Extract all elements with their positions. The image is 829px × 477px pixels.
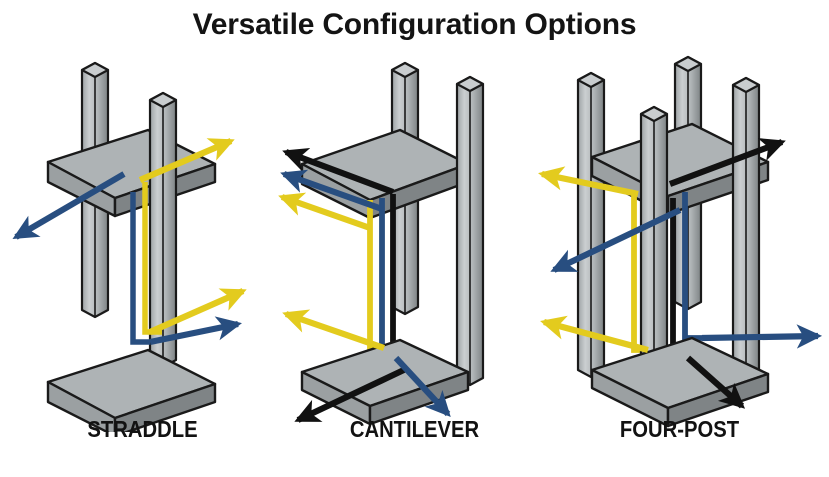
cantilever-diagram [278, 61, 485, 426]
straddle-diagram [12, 61, 247, 432]
arrow-upper-blue [12, 171, 126, 240]
arrow-upper-yellow [278, 192, 372, 231]
arrow-upper-yellow [538, 166, 639, 198]
arrow-lower-yellow [540, 315, 649, 353]
figure-label-straddle: STRADDLE [87, 416, 198, 442]
mast-front [455, 75, 485, 387]
configuration-diagrams: STRADDLE [0, 52, 829, 477]
arrow-upper-black [668, 138, 786, 187]
figure-cantilever: CANTILEVER [272, 52, 557, 477]
arrow-upper-yellow [138, 138, 235, 183]
arrow-lower-blue [701, 324, 823, 349]
platform-upper [300, 128, 470, 220]
arrow-lower-black [685, 355, 746, 409]
fourpost-diagram [538, 55, 823, 428]
arrow-lower-blue [393, 355, 451, 417]
arrow-lower-yellow [148, 288, 247, 335]
figure-label-fourpost: FOUR-POST [619, 416, 740, 442]
arrow-lower-yellow [282, 309, 386, 351]
platform-lower [46, 348, 217, 432]
arrow-upper-blue [550, 207, 682, 273]
arrow-upper-black [282, 148, 395, 195]
figure-straddle: STRADDLE [0, 52, 285, 477]
page-title: Versatile Configuration Options [192, 8, 637, 41]
figure-fourpost: FOUR-POST [530, 52, 829, 477]
arrow-lower-black [294, 365, 410, 423]
guide-blue [682, 192, 702, 341]
guide-blue [130, 192, 150, 345]
platform-lower [300, 338, 470, 426]
mast-front-left [639, 105, 669, 409]
figure-label-cantilever: CANTILEVER [349, 416, 480, 442]
arrow-upper-blue [280, 169, 384, 212]
arrow-lower-blue [149, 316, 242, 346]
